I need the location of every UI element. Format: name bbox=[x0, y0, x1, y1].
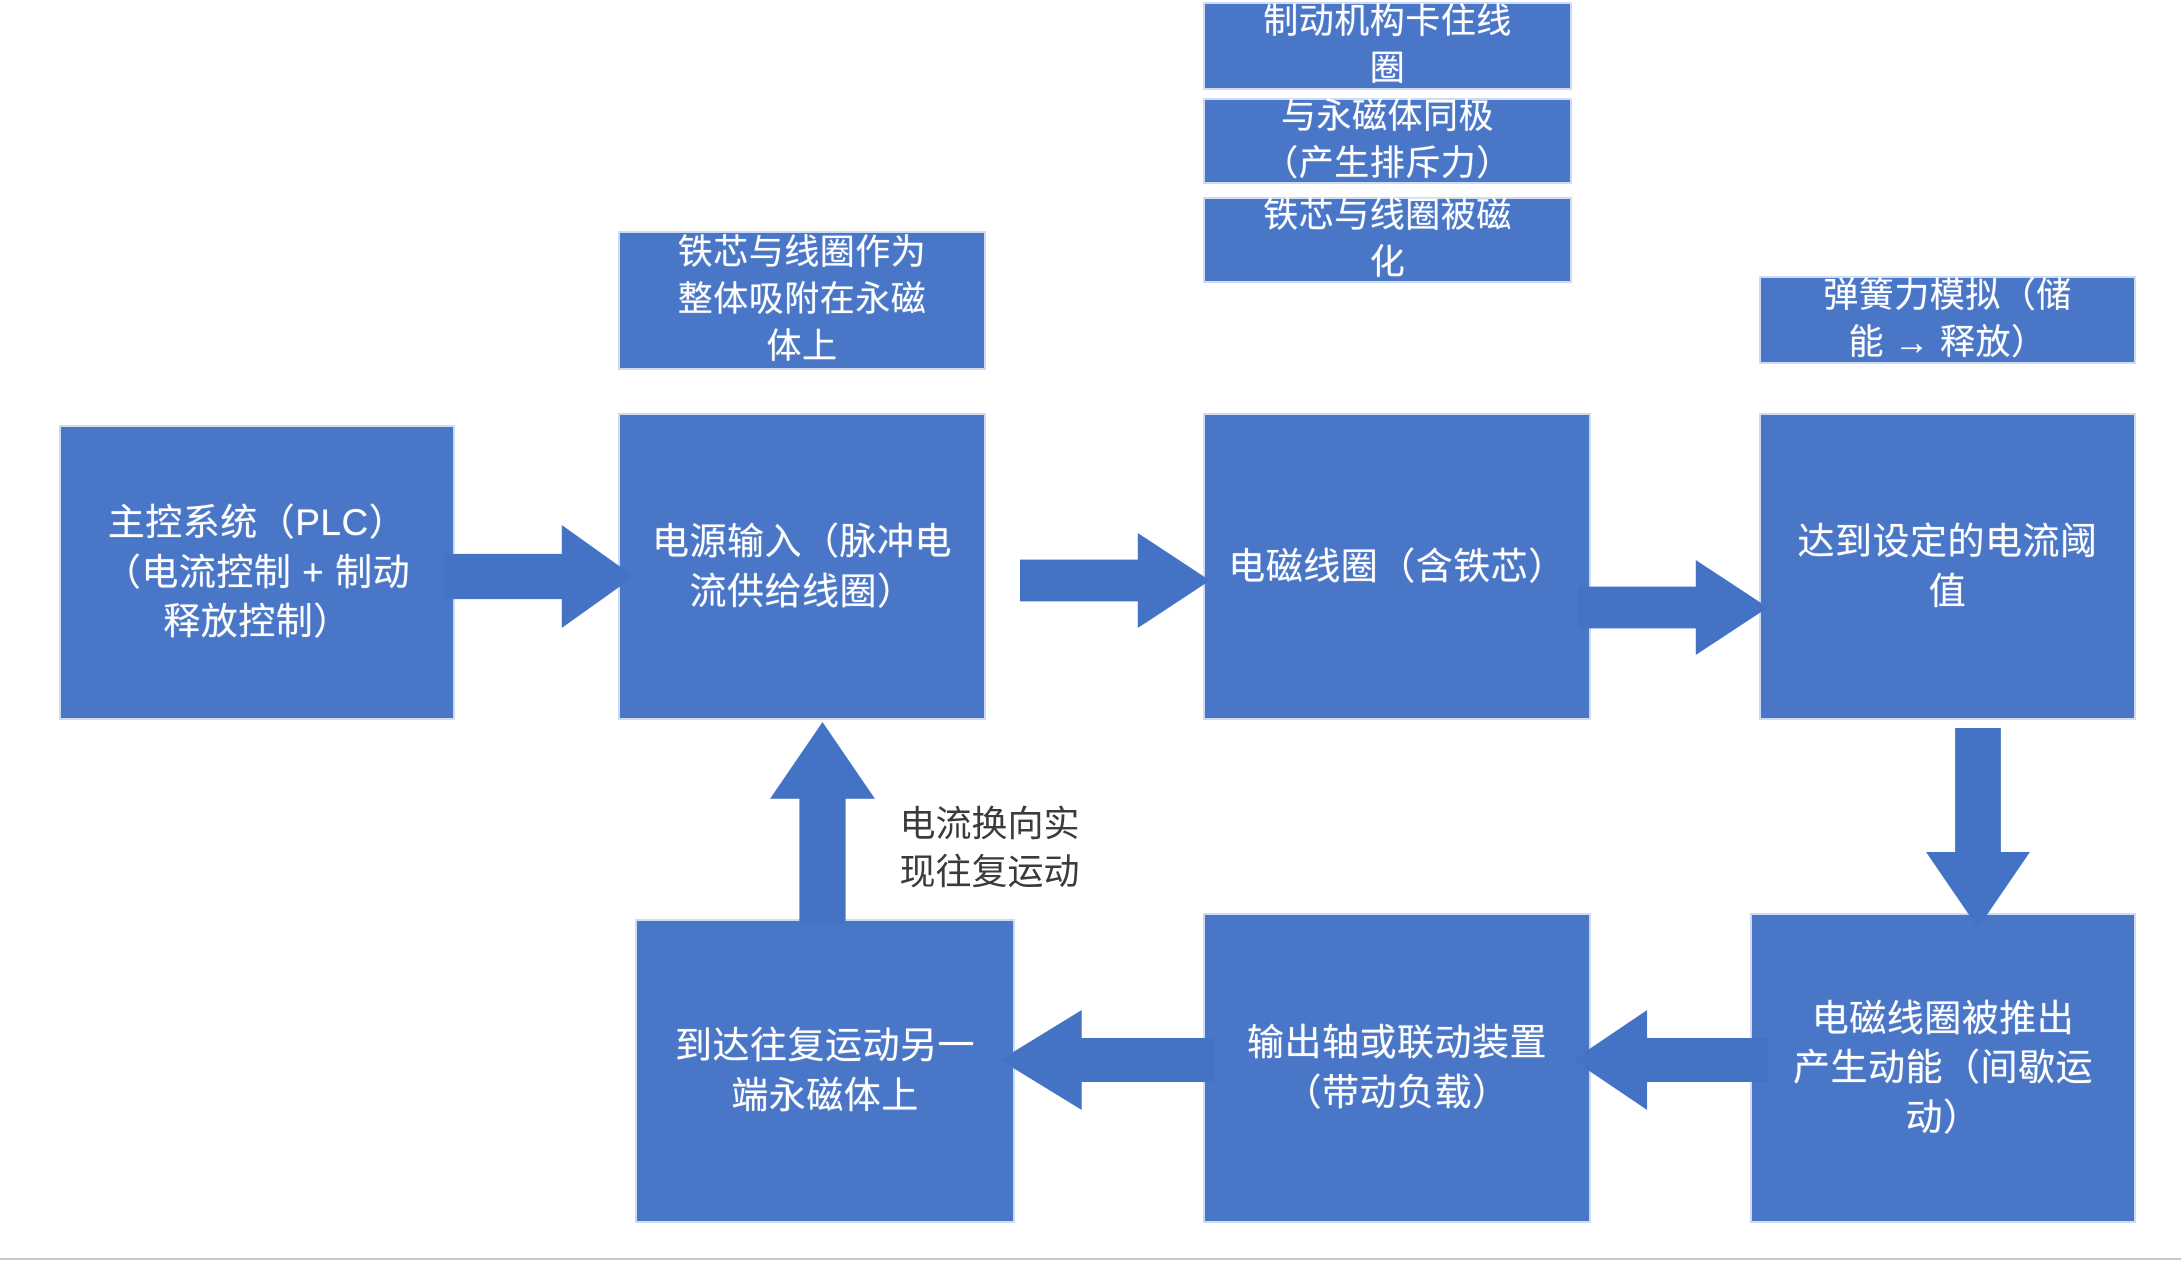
node-other-end[interactable]: 到达往复运动另一 端永磁体上 bbox=[635, 919, 1015, 1223]
edge-power-to-coil bbox=[1020, 533, 1210, 628]
edge-label-current-reversal: 电流换向实 现往复运动 bbox=[899, 803, 1080, 892]
node-plc[interactable]: 主控系统（PLC） （电流控制 + 制动 释放控制） bbox=[59, 425, 455, 720]
node-spring-sim-label: 弹簧力模拟（储 能 → 释放） bbox=[1823, 276, 2072, 362]
node-magnetized-label: 铁芯与线圈被磁 化 bbox=[1263, 196, 1512, 282]
bottom-rule bbox=[0, 1258, 2181, 1260]
edge-output-to-other-end bbox=[1000, 1010, 1215, 1110]
node-threshold[interactable]: 达到设定的电流阈 值 bbox=[1759, 413, 2136, 720]
node-coil[interactable]: 电磁线圈（含铁芯） bbox=[1203, 413, 1591, 720]
node-core-attached[interactable]: 铁芯与线圈作为 整体吸附在永磁 体上 bbox=[618, 231, 986, 370]
node-spring-sim[interactable]: 弹簧力模拟（储 能 → 释放） bbox=[1759, 276, 2136, 364]
node-same-pole-label: 与永磁体同极 （产生排斥力） bbox=[1263, 97, 1512, 183]
edge-threshold-to-pushed bbox=[1926, 728, 2030, 928]
node-other-end-label: 到达往复运动另一 端永磁体上 bbox=[675, 1025, 975, 1116]
node-core-attached-label: 铁芯与线圈作为 整体吸附在永磁 体上 bbox=[677, 233, 927, 366]
node-pushed-out[interactable]: 电磁线圈被推出 产生动能（间歇运 动） bbox=[1750, 913, 2136, 1223]
edge-pushed-to-output bbox=[1573, 1010, 1768, 1110]
node-plc-label: 主控系统（PLC） （电流控制 + 制动 释放控制） bbox=[103, 502, 411, 643]
node-output-shaft[interactable]: 输出轴或联动装置 （带动负载） bbox=[1203, 913, 1591, 1223]
node-power-input-label: 电源输入（脉冲电 流供给线圈） bbox=[652, 520, 952, 612]
node-brake-lock[interactable]: 制动机构卡住线 圈 bbox=[1203, 2, 1572, 90]
node-pushed-out-label: 电磁线圈被推出 产生动能（间歇运 动） bbox=[1793, 997, 2093, 1138]
node-magnetized[interactable]: 铁芯与线圈被磁 化 bbox=[1203, 196, 1572, 283]
node-threshold-label: 达到设定的电流阈 值 bbox=[1797, 520, 2098, 612]
node-coil-label: 电磁线圈（含铁芯） bbox=[1228, 545, 1566, 587]
node-power-input[interactable]: 电源输入（脉冲电 流供给线圈） bbox=[618, 413, 986, 720]
node-output-shaft-label: 输出轴或联动装置 （带动负载） bbox=[1247, 1022, 1547, 1113]
node-brake-lock-label: 制动机构卡住线 圈 bbox=[1263, 2, 1512, 88]
edge-other-end-to-power bbox=[770, 722, 875, 924]
edge-coil-to-threshold bbox=[1578, 560, 1768, 655]
node-same-pole[interactable]: 与永磁体同极 （产生排斥力） bbox=[1203, 97, 1572, 184]
edge-plc-to-power bbox=[444, 525, 634, 628]
